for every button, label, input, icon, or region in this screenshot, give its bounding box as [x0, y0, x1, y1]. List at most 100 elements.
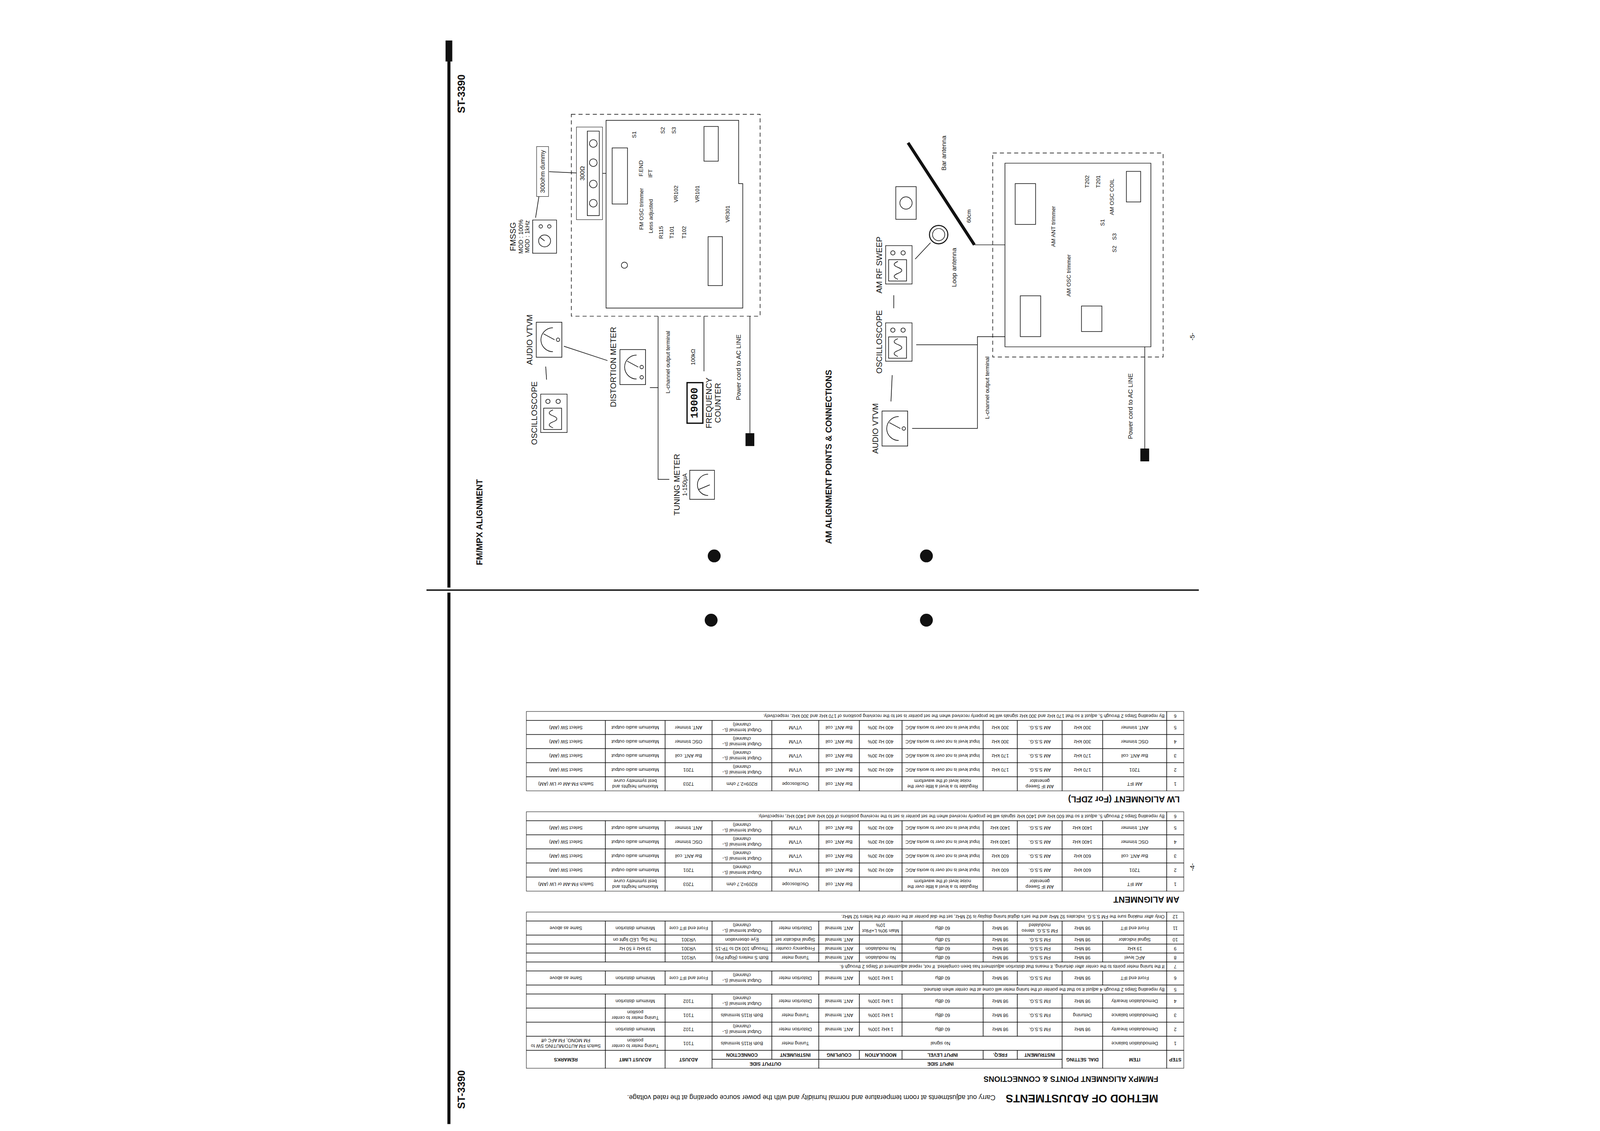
table-cell-border: [1062, 776, 1103, 792]
table-cell: Input level is not over to works AGC: [904, 767, 982, 773]
instrument-label: AUDIO VTVM: [871, 403, 881, 454]
table-cell: 98 MHz: [1064, 975, 1101, 982]
table-cell-border: [665, 921, 713, 936]
table-cell-border: [818, 971, 860, 986]
table-cell-border: [983, 994, 1018, 1009]
table-cell: 400 Hz 30%: [861, 724, 900, 731]
table-cell: Bar ANT. coil: [820, 767, 858, 773]
cord-label: Power cord to AC LINE: [735, 334, 743, 400]
wire-connector: [535, 196, 540, 218]
table-cell-border: [983, 748, 1018, 763]
table-cell: 6: [1168, 813, 1182, 820]
table-cell: Select SW (AM): [528, 724, 604, 731]
table-cell: Minimum distortion: [607, 1026, 663, 1033]
table-cell-border: [605, 734, 666, 749]
table-cell-border: [771, 762, 819, 777]
table-cell-border: [1166, 912, 1184, 922]
table-cell: VTVM: [773, 853, 817, 859]
table-cell-border: [605, 849, 666, 864]
table-cell-border: [1062, 720, 1103, 735]
table-cell: 300 kHz: [1064, 738, 1101, 745]
table-cell-border: [605, 953, 666, 963]
table-cell: Select SW (AM): [528, 839, 604, 845]
table-cell: AM IF Sweep generator: [1019, 878, 1060, 890]
table-cell: Maximum audio output: [607, 724, 663, 731]
table-cell-border: [902, 1008, 984, 1023]
table-cell: Maximum audio output: [607, 853, 663, 859]
table-cell: Tuning meter to center position: [607, 1038, 663, 1049]
table-cell: Both R115 terminals: [714, 1012, 770, 1019]
table-cell-border: [1166, 734, 1184, 749]
table-cell-border: [712, 953, 772, 963]
table-cell-border: [1166, 820, 1184, 836]
table-cell-border: [902, 877, 984, 892]
table-cell-border: [771, 776, 819, 792]
vtvm-instrument: AUDIO VTVM: [523, 312, 564, 367]
table-cell: FM S.S.G.: [1019, 945, 1060, 952]
table-cell-border: [1062, 1050, 1103, 1069]
part-label: VR301: [725, 205, 732, 223]
table-cell-border: [902, 776, 984, 792]
table-cell-border: [1102, 849, 1167, 864]
table-cell: AM IF Sweep generator: [1019, 778, 1060, 790]
antenna-terminal: 300Ω: [576, 126, 603, 220]
table-cell: Bar ANT. coil: [820, 867, 858, 873]
front-end-block: [612, 148, 628, 205]
table-cell-border: [859, 935, 903, 945]
dimension-label: 60cm: [966, 209, 973, 224]
table-cell: 60 dBμ: [904, 925, 982, 932]
table-cell-border: [526, 1050, 606, 1069]
table-cell: ANT. terminal: [820, 998, 858, 1005]
table-cell: VR301: [667, 937, 710, 943]
table-cell-border: [859, 971, 903, 986]
table-cell-border: [712, 1036, 772, 1051]
table-cell: 1400 kHz: [985, 825, 1016, 831]
signal-generator: FMSSGMOD : 100%MOD : 1kHz: [506, 217, 559, 256]
table-cell-border: [1017, 994, 1063, 1009]
table-cell-border: [526, 1008, 606, 1023]
table-cell-border: [771, 1008, 819, 1023]
table-cell-border: [818, 835, 860, 850]
page-fold-line: [426, 589, 1199, 591]
page-heading: METHOD OF ADJUSTMENTS: [1005, 1091, 1159, 1105]
table-cell: Bar ANT. coil: [820, 881, 858, 888]
table-cell: Output terminal (L-channel): [714, 864, 770, 876]
table-cell: FM S.S.G.: [1019, 1026, 1060, 1033]
table-cell-border: [712, 863, 772, 878]
table-cell-border: [859, 734, 903, 749]
table-cell-border: [1102, 1022, 1167, 1037]
table-cell: 3: [1168, 1012, 1182, 1019]
table-cell-border: [983, 1008, 1018, 1023]
instrument-label: AUDIO VTVM: [525, 314, 535, 365]
table-cell-border: [712, 849, 772, 864]
counter-reading: 19000: [689, 387, 701, 419]
table-cell-border: [818, 748, 860, 763]
tuning-meter: TUNING METER1-150μA: [670, 452, 717, 518]
table-cell-border: [1166, 776, 1184, 792]
table-cell-border: [859, 863, 903, 878]
table-cell: VR301: [667, 945, 710, 952]
table-cell: Minimum distortion: [607, 998, 663, 1005]
table-cell-border: [859, 849, 903, 864]
power-cord: [1144, 347, 1145, 450]
table-cell-border: [1062, 1022, 1103, 1037]
table-cell-border: [526, 711, 1167, 721]
table-cell: 8: [1168, 954, 1182, 961]
loop-antenna: [932, 228, 945, 241]
table-cell: Frequency counter: [773, 945, 817, 952]
table-cell: Demodulation balance: [1104, 1040, 1165, 1047]
instrument-label: FMSSG: [508, 222, 518, 252]
table-cell-border: [1017, 720, 1063, 735]
table-cell-border: [818, 994, 860, 1009]
table-cell-border: [902, 835, 984, 850]
table-cell-border: [1017, 953, 1063, 963]
table-cell-border: [1166, 811, 1184, 821]
table-cell: Bar ANT. coil: [820, 781, 858, 787]
table-cell-border: [605, 877, 666, 892]
table-cell-border: [1062, 748, 1103, 763]
table-cell: 4: [1168, 839, 1182, 845]
table-cell-border: [1102, 820, 1167, 836]
table-cell-border: [526, 849, 606, 864]
table-cell: 60 dBμ: [904, 954, 982, 961]
table-cell: Output terminal (L-channel): [714, 1024, 770, 1035]
